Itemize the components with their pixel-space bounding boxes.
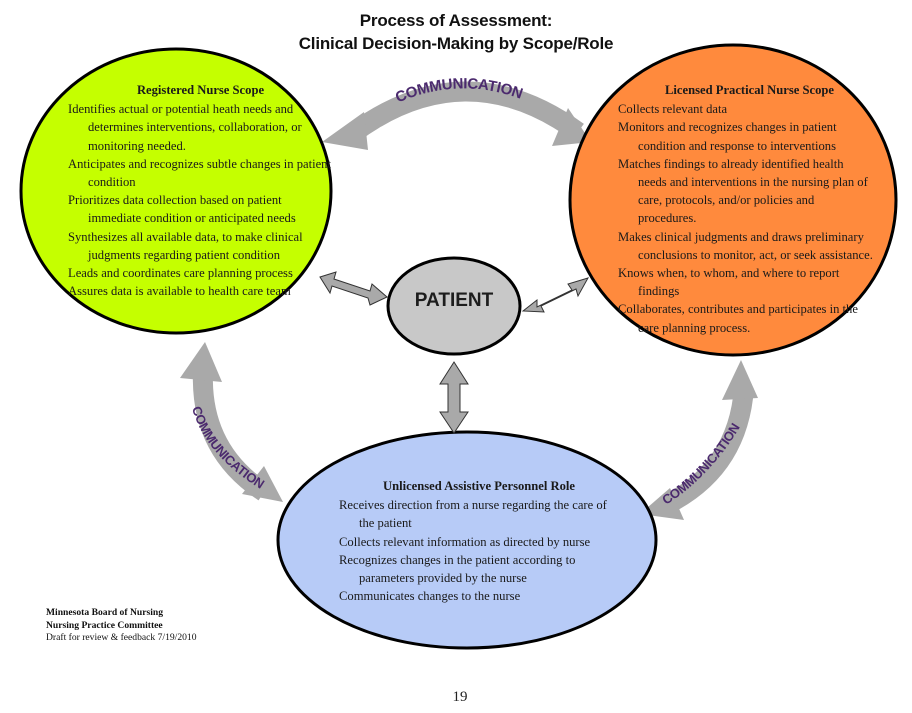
double-arrow-icon: [439, 361, 469, 434]
uap-role-text: Unlicensed Assistive Personnel Role Rece…: [339, 477, 611, 605]
rn-scope-heading: Registered Nurse Scope: [136, 83, 265, 97]
arrowhead-left: [322, 112, 368, 150]
rn-patient-double-arrow: [319, 271, 388, 306]
lpn-scope-heading: Licensed Practical Nurse Scope: [665, 83, 834, 97]
uap-role-item: Receives direction from a nurse regardin…: [339, 498, 607, 531]
rn-scope-text: Registered Nurse Scope Identifies actual…: [68, 81, 333, 300]
footer-draft-note: Draft for review & feedback 7/19/2010: [46, 632, 197, 644]
double-arrow-icon: [319, 271, 388, 306]
lpn-scope-item: Knows when, to whom, and where to report…: [618, 266, 840, 299]
diagram-title-line-2: Clinical Decision-Making by Scope/Role: [298, 34, 614, 53]
rn-scope-item: Anticipates and recognizes subtle change…: [68, 156, 331, 190]
lpn-scope-item: Matches findings to already identified h…: [618, 156, 868, 226]
uap-role-ellipse: [276, 430, 658, 650]
lpn-scope-text: Licensed Practical Nurse Scope Collects …: [618, 81, 873, 337]
rn-scope-item: Leads and coordinates care planning proc…: [68, 266, 293, 281]
arrowhead-down: [242, 466, 283, 502]
lpn-scope-ellipse: [568, 43, 898, 357]
footer-org: Minnesota Board of Nursing: [46, 607, 163, 618]
communication-arrow-left-shape: [192, 371, 270, 501]
lpn-scope-item: Collaborates, contributes and participat…: [618, 302, 858, 335]
rn-scope-item: Prioritizes data collection based on pat…: [68, 193, 296, 226]
communication-arrow-right: [640, 360, 758, 520]
uap-role-item: Recognizes changes in the patient accord…: [339, 552, 576, 586]
lpn-scope-item: Collects relevant data: [618, 102, 728, 117]
rn-scope-item: Assures data is available to health care…: [68, 284, 291, 299]
page-number: 19: [452, 689, 468, 705]
lpn-scope-item: Makes clinical judgments and draws preli…: [618, 229, 873, 262]
communication-arrow-right-shape: [659, 387, 754, 515]
uap-role-item: Collects relevant information as directe…: [339, 534, 591, 549]
rn-scope-item: Synthesizes all available data, to make …: [68, 229, 303, 262]
lpn-scope-item: Monitors and recognizes changes in patie…: [618, 120, 837, 153]
rn-scope-ellipse: [19, 47, 333, 335]
footer-committee: Nursing Practice Committee: [46, 619, 163, 631]
footer: Minnesota Board of Nursing Nursing Pract…: [46, 607, 197, 645]
uap-patient-double-arrow: [439, 361, 469, 434]
communication-arrow-top: [322, 81, 591, 150]
lpn-patient-double-arrow: [521, 277, 590, 313]
arrowhead-right: [552, 108, 591, 146]
arrowhead-up: [722, 360, 758, 400]
uap-role-heading: Unlicensed Assistive Personnel Role: [382, 479, 576, 493]
patient-ellipse: [386, 256, 522, 356]
communication-label-left: COMMUNICATION: [189, 404, 267, 491]
uap-role-item: Communicates changes to the nurse: [339, 589, 521, 604]
communication-arrow-left: [180, 342, 283, 502]
double-arrow-icon: [521, 277, 590, 313]
diagram-title-line-1: Process of Assessment:: [359, 11, 553, 30]
arrowhead-up: [180, 342, 222, 382]
communication-arrow-top-shape: [346, 81, 584, 143]
rn-scope-item: Identifies actual or potential heath nee…: [68, 102, 302, 153]
patient-label: PATIENT: [414, 290, 494, 311]
